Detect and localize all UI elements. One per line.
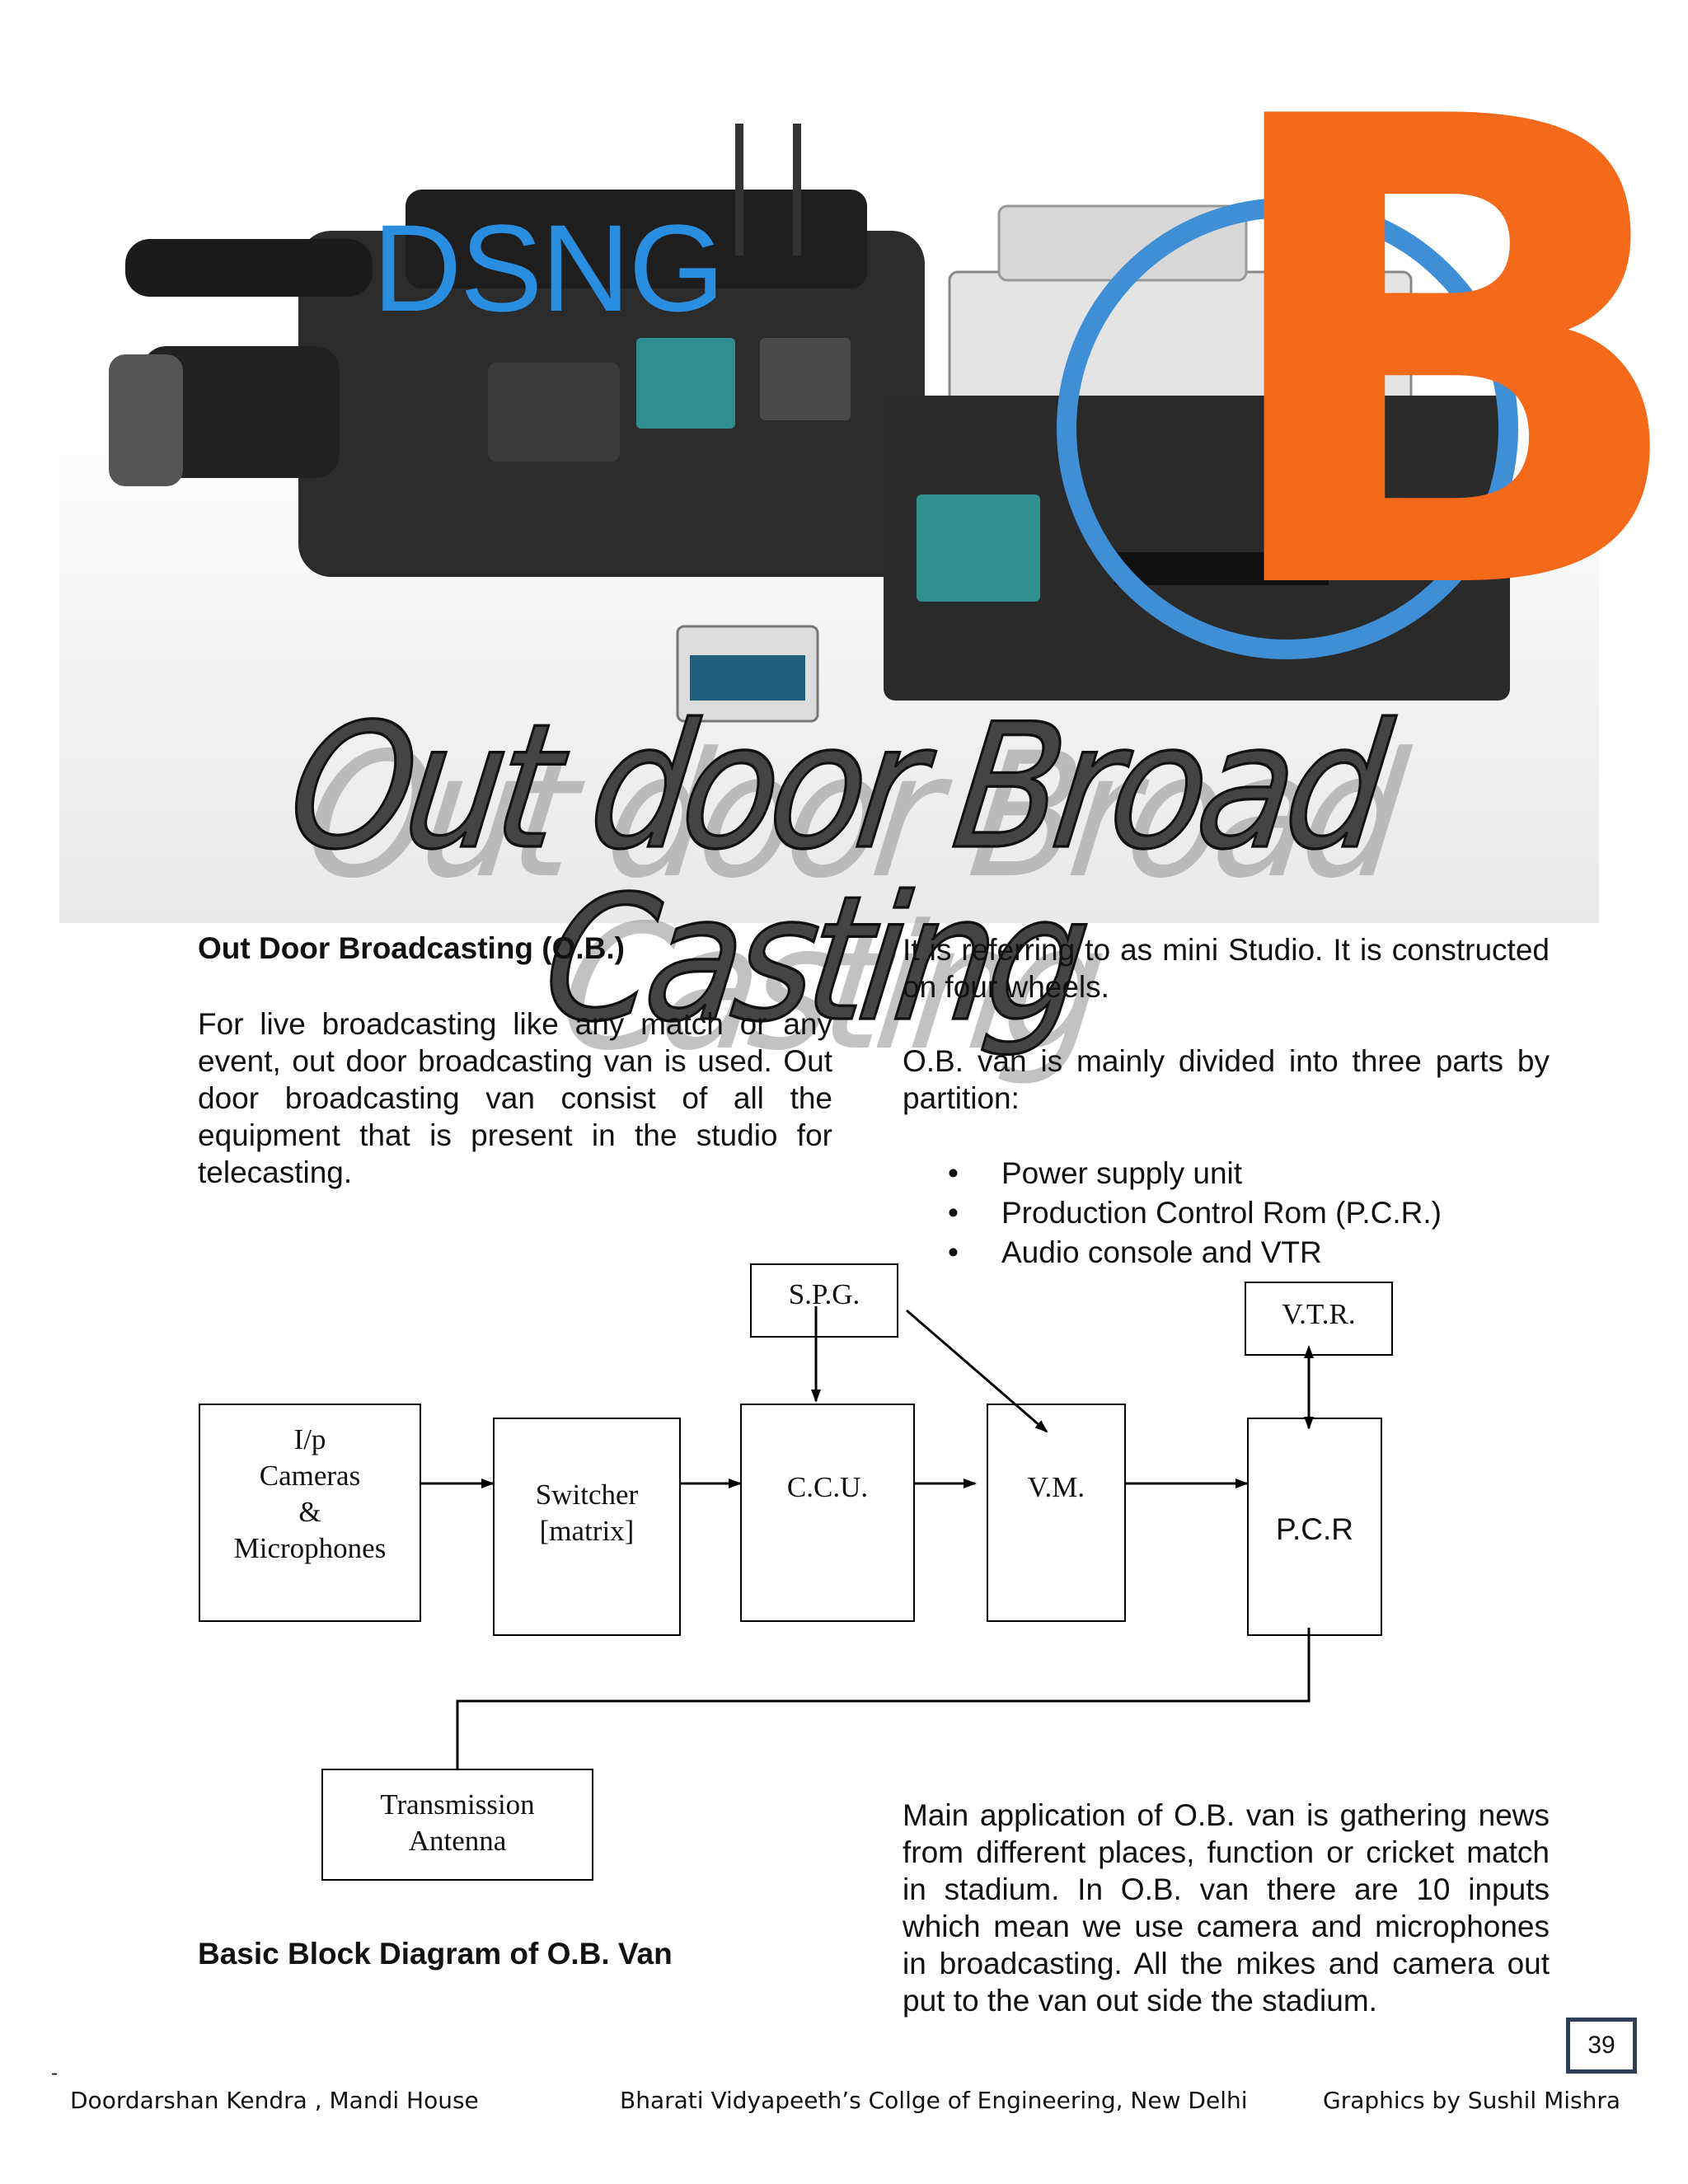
section-heading: Out Door Broadcasting (O.B.) xyxy=(198,931,625,965)
list-item: Power supply unit xyxy=(948,1154,1574,1193)
page-number: 39 xyxy=(1566,2018,1637,2074)
parts-list: Power supply unit Production Control Rom… xyxy=(948,1154,1574,1272)
block-vm-label: V.M. xyxy=(1027,1471,1085,1503)
p2-card-illustration xyxy=(676,625,819,723)
footer-right-text: Graphics by Sushil Mishra xyxy=(1323,2087,1621,2114)
mini-studio-paragraph: It is referring to as mini Studio. It is… xyxy=(903,933,1550,1004)
application-paragraph: Main application of O.B. van is gatherin… xyxy=(903,1798,1550,2018)
block-spg-label: S.P.G. xyxy=(788,1278,860,1310)
banner-image: DSNG B xyxy=(59,36,1688,923)
intro-paragraph: For live broadcasting like any match or … xyxy=(198,1007,832,1189)
dsng-logo-text: DSNG xyxy=(373,199,724,337)
block-vm: V.M. xyxy=(987,1404,1126,1622)
diagram-caption: Basic Block Diagram of O.B. Van xyxy=(198,1937,673,1971)
block-ccu-label: C.C.U. xyxy=(786,1471,869,1503)
block-inputs-label: I/p Cameras & Microphones xyxy=(233,1423,387,1564)
footer-left-text: Doordarshan Kendra , Mandi House xyxy=(70,2087,479,2114)
block-spg: S.P.G. xyxy=(750,1263,898,1338)
list-item: Production Control Rom (P.C.R.) xyxy=(948,1193,1574,1233)
block-antenna-label: Transmission Antenna xyxy=(380,1788,535,1857)
camcorder-illustration xyxy=(109,124,925,577)
block-switcher-label: Switcher [matrix] xyxy=(535,1479,639,1547)
footer-dash: - xyxy=(51,2062,58,2084)
connector-pcr-to-antenna xyxy=(456,1628,1311,1769)
block-vtr-label: V.T.R. xyxy=(1282,1298,1356,1330)
ob-logo-letter: B xyxy=(1205,0,1688,732)
block-ccu: C.C.U. xyxy=(740,1404,915,1622)
block-vtr: V.T.R. xyxy=(1245,1282,1393,1356)
block-switcher: Switcher [matrix] xyxy=(493,1418,681,1636)
block-pcr-label: P.C.R xyxy=(1276,1512,1353,1546)
block-antenna: Transmission Antenna xyxy=(321,1769,593,1881)
list-item: Audio console and VTR xyxy=(948,1233,1574,1272)
block-pcr: P.C.R xyxy=(1247,1418,1382,1636)
partition-paragraph: O.B. van is mainly divided into three pa… xyxy=(903,1044,1550,1115)
footer-center-text: Bharati Vidyapeeth’s Collge of Engineeri… xyxy=(620,2087,1248,2114)
block-inputs: I/p Cameras & Microphones xyxy=(199,1404,421,1622)
